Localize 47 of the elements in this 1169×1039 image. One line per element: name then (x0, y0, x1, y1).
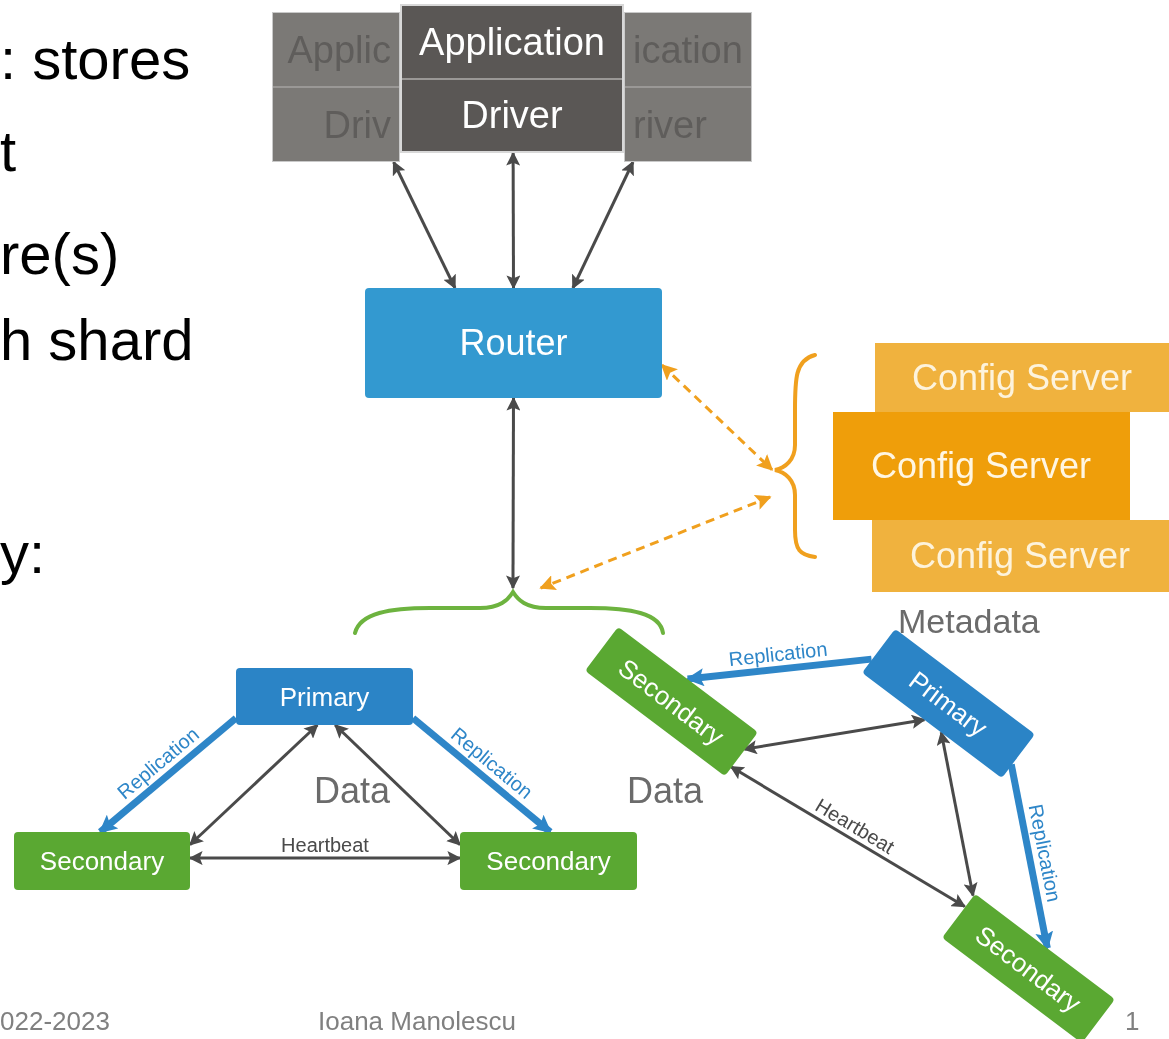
edge-label: Heartbeat (281, 835, 369, 856)
section-label: Metadata (898, 604, 1040, 638)
arrow (742, 714, 926, 755)
config-server-box (871, 520, 1169, 592)
arrow (1007, 763, 1054, 950)
application-box (272, 12, 400, 162)
page-number: 1 (1125, 1008, 1140, 1034)
box-label: Config Server (909, 538, 1131, 574)
arrow (506, 151, 521, 290)
arrow (334, 723, 462, 846)
box-label: Application (419, 22, 605, 61)
router-box (365, 288, 662, 398)
box-label: Config Server (911, 359, 1133, 396)
arrow (729, 765, 966, 908)
edge-label: Replication (727, 638, 829, 670)
arrow (392, 160, 457, 290)
box-label: Driver (461, 96, 563, 135)
box-label: Router (459, 325, 568, 361)
arrow (685, 655, 872, 687)
curly-brace (353, 590, 665, 635)
footer-text: 022-2023 (0, 1008, 110, 1034)
arrow (539, 494, 772, 591)
primary-box (236, 668, 413, 725)
config-server-box (832, 412, 1130, 520)
arrow (188, 723, 319, 846)
box-label: Secondary (39, 848, 165, 874)
secondary-box (14, 832, 190, 890)
arrow (188, 851, 462, 866)
application-box (400, 4, 624, 153)
secondary-box (460, 832, 637, 890)
arrow (936, 730, 978, 897)
arrow (660, 363, 774, 471)
arrow (506, 396, 521, 590)
edge-label: Replication (1025, 802, 1065, 904)
section-label: Data (314, 773, 391, 809)
box-label: Primary (279, 683, 370, 710)
slide-text: : stores (0, 30, 191, 88)
section-label: Data (627, 773, 704, 809)
footer-text: Ioana Manolescu (318, 1008, 517, 1034)
box-label: Config Server (870, 448, 1092, 484)
config-server-box (875, 343, 1169, 412)
slide-text: h shard (0, 311, 194, 369)
application-box (624, 12, 752, 162)
box-label: Secondary (486, 848, 611, 874)
arrow (571, 160, 635, 290)
curly-brace (773, 353, 817, 559)
slide-text: t (0, 122, 17, 180)
